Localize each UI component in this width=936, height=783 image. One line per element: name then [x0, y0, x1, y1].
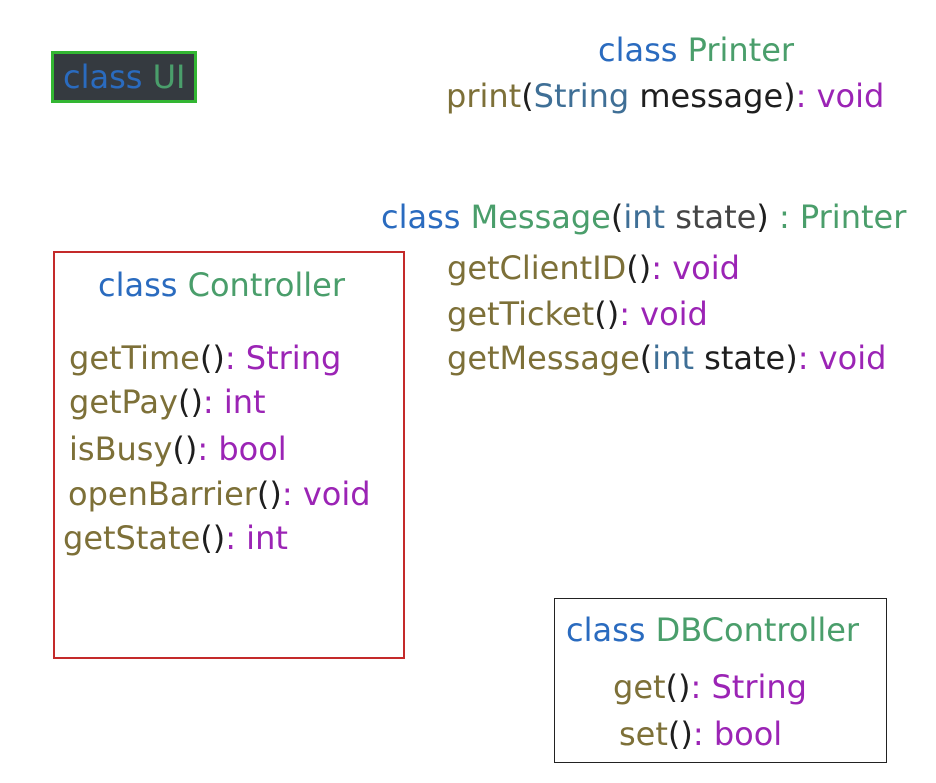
param-type: String — [533, 77, 630, 115]
method-name: isBusy — [69, 430, 173, 468]
dbcontroller-method-set: set(): bool — [619, 714, 782, 754]
message-method-getticket: getTicket(): void — [447, 294, 708, 334]
parens: () — [626, 249, 652, 287]
colon: : — [690, 668, 702, 706]
return-type: void — [292, 475, 371, 513]
method-name: getTime — [69, 339, 200, 377]
message-method-getclientid: getClientID(): void — [447, 248, 740, 288]
return-type: void — [808, 339, 887, 377]
paren-open: ( — [610, 198, 624, 236]
method-name: getTicket — [447, 295, 595, 333]
class-dbcontroller-header: class DBController — [566, 610, 859, 650]
class-ui-box: class UI — [51, 51, 197, 103]
method-name: getState — [63, 519, 201, 557]
parent-class: Printer — [789, 198, 907, 236]
colon: : — [224, 339, 236, 377]
class-name-ui: UI — [152, 58, 186, 96]
param-name: state — [694, 339, 786, 377]
parens: () — [172, 430, 198, 468]
parens: () — [594, 295, 620, 333]
class-dbcontroller-box — [554, 598, 887, 763]
parens: () — [667, 715, 693, 753]
inherit-colon: : — [768, 198, 790, 236]
parens: () — [199, 339, 225, 377]
parens: () — [256, 475, 282, 513]
printer-method-print: print(String message): void — [446, 76, 884, 116]
method-name: set — [619, 715, 668, 753]
colon: : — [797, 339, 809, 377]
param-name: message — [629, 77, 784, 115]
colon: : — [692, 715, 704, 753]
class-printer-header: class Printer — [598, 30, 794, 70]
class-keyword: class — [98, 266, 178, 304]
controller-method-getpay: getPay(): int — [69, 382, 266, 422]
message-method-getmessage: getMessage(int state): void — [447, 338, 886, 378]
parens: () — [200, 519, 226, 557]
controller-method-gettime: getTime(): String — [69, 338, 341, 378]
colon: : — [281, 475, 293, 513]
return-type: void — [629, 295, 708, 333]
paren-open: ( — [521, 77, 534, 115]
class-name-dbcontroller: DBController — [655, 611, 860, 649]
method-name: get — [613, 668, 666, 706]
parens: () — [177, 383, 203, 421]
method-name: getClientID — [447, 249, 627, 287]
return-type: void — [662, 249, 740, 287]
method-name: openBarrier — [68, 475, 257, 513]
colon: : — [651, 249, 663, 287]
controller-method-openbarrier: openBarrier(): void — [68, 474, 371, 514]
paren-close: ) — [756, 198, 769, 236]
paren-close: ) — [783, 77, 796, 115]
paren-open: ( — [639, 339, 653, 377]
return-type: String — [235, 339, 342, 377]
class-name-message: Message — [470, 198, 611, 236]
param-name: state — [665, 198, 757, 236]
return-type: int — [236, 519, 288, 557]
method-name: getPay — [69, 383, 178, 421]
class-keyword: class — [598, 31, 678, 69]
colon: : — [795, 77, 807, 115]
colon: : — [619, 295, 630, 333]
return-type: int — [213, 383, 266, 421]
controller-method-getstate: getState(): int — [63, 518, 288, 558]
controller-method-isbusy: isBusy(): bool — [69, 429, 287, 469]
dbcontroller-method-get: get(): String — [613, 667, 807, 707]
parens: () — [665, 668, 691, 706]
param-type: int — [623, 198, 666, 236]
colon: : — [197, 430, 209, 468]
param-type: int — [652, 339, 694, 377]
class-name-printer: Printer — [687, 31, 795, 69]
return-type: bool — [208, 430, 287, 468]
colon: : — [225, 519, 236, 557]
class-keyword: class — [381, 198, 461, 236]
class-controller-box — [53, 251, 405, 659]
return-type: void — [806, 77, 885, 115]
paren-close: ) — [785, 339, 798, 377]
return-type: bool — [703, 715, 783, 753]
class-controller-header: class Controller — [98, 265, 345, 305]
colon: : — [202, 383, 214, 421]
class-name-controller: Controller — [187, 266, 346, 304]
class-keyword: class — [63, 58, 143, 96]
method-name: getMessage — [447, 339, 640, 377]
class-keyword: class — [566, 611, 646, 649]
return-type: String — [701, 668, 807, 706]
method-name: print — [446, 77, 522, 115]
class-message-header: class Message(int state) : Printer — [381, 197, 906, 237]
